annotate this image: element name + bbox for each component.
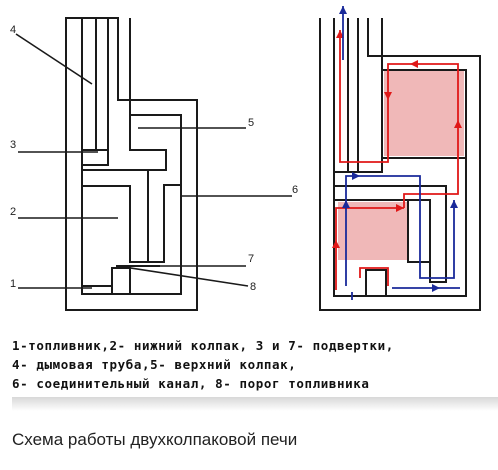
label-8: 8 [250,281,256,293]
inner-wall-left [81,18,182,295]
firebox-threshold [111,267,131,294]
leader-lines [15,33,292,289]
legend-line-3: 6- соединительный канал, 8- порог топлив… [12,376,370,391]
lower-chamber-right [407,200,430,263]
hot-flow [335,30,459,290]
label-7: 7 [248,253,254,265]
label-6: 6 [292,184,298,196]
legend-line-2: 4- дымовая труба,5- верхний колпак, [12,357,297,372]
lower-chamber [82,185,148,263]
label-5: 5 [248,117,254,129]
outer-wall-right [319,18,481,311]
chimney-channel-left [95,18,109,151]
outer-wall-left [65,17,198,311]
leader-8 [117,265,249,287]
flow-arrowheads [332,30,462,248]
left-schematic [65,17,198,311]
cold-arrowheads [339,6,458,292]
partition-upper [82,149,109,166]
leader-4 [15,33,93,85]
label-1: 1 [10,278,16,290]
upper-cap-fill [384,70,464,156]
chimney-channel-right [347,18,359,173]
number-labels: 4 3 5 6 2 7 8 1 [10,24,298,293]
threshold-right [365,269,387,296]
connecting-channel [147,170,181,263]
mid-partition-right [334,185,447,283]
right-schematic [319,18,481,311]
divider-shadow [12,397,498,411]
inner-wall-right [333,18,467,297]
label-2: 2 [10,206,16,218]
legend-line-1: 1-топливник,2- нижний колпак, 3 и 7- под… [12,338,394,353]
upper-cap-divider [82,115,167,171]
label-3: 3 [10,139,16,151]
caption: Схема работы двухколпаковой печи [12,430,298,449]
label-4: 4 [10,24,16,36]
cold-flow [342,6,460,300]
